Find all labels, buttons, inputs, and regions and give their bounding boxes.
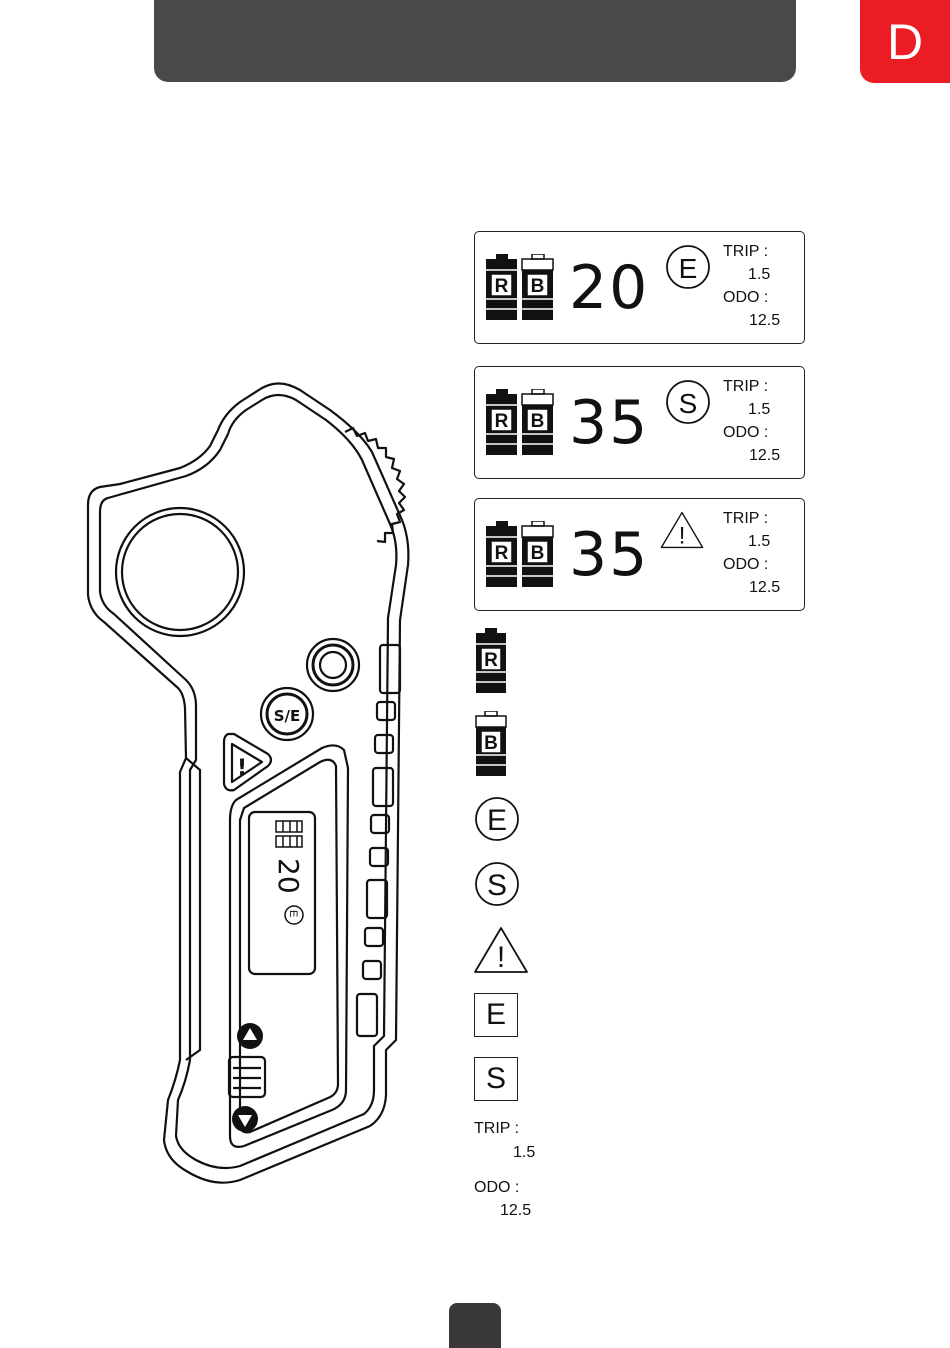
legend-odo-label: ODO : [474, 1179, 519, 1197]
warning-triangle-icon: ! [659, 507, 705, 553]
svg-text:!: ! [497, 941, 505, 974]
trip-label: TRIP : [723, 507, 780, 530]
mode-circle-icon: E [665, 244, 711, 290]
svg-text:E: E [679, 253, 698, 284]
trip-value: 1.5 [723, 263, 780, 286]
svg-text:S: S [487, 869, 507, 902]
sport-mode-box-icon: S [474, 1057, 518, 1101]
trip-value: 1.5 [723, 398, 780, 421]
svg-text:R: R [495, 276, 509, 297]
svg-text:B: B [531, 543, 545, 564]
header-bar [154, 0, 796, 82]
speed-readout: 20 [569, 258, 649, 318]
svg-text:!: ! [679, 522, 686, 549]
remote-battery-icon: R [474, 628, 508, 694]
svg-text:R: R [484, 650, 498, 671]
speed-readout: 35 [569, 525, 649, 585]
odo-label: ODO : [723, 421, 780, 444]
distance-stats: TRIP : 1.5 ODO : 12.5 [723, 240, 780, 332]
page-number-tab [449, 1303, 501, 1348]
odo-value: 12.5 [723, 444, 780, 467]
svg-text:B: B [484, 733, 498, 754]
battery-pair-icon: R B [484, 389, 554, 455]
eco-mode-box-icon: E [474, 993, 518, 1037]
display-panel: R B 35 S TRIP : 1.5 ODO : 12.5 [474, 366, 805, 479]
sport-mode-circle-icon: S [474, 861, 520, 907]
svg-text:B: B [531, 276, 545, 297]
legend-trip-value: 1.5 [513, 1144, 535, 1162]
svg-text:R: R [495, 411, 509, 432]
distance-stats: TRIP : 1.5 ODO : 12.5 [723, 375, 780, 467]
battery-pair-icon: R B [484, 254, 554, 320]
svg-text:R: R [495, 543, 509, 564]
legend-trip-label: TRIP : [474, 1120, 519, 1138]
remote-control-illustration: S/E ! 20 E [78, 378, 428, 1188]
svg-text:E: E [487, 804, 507, 837]
warning-triangle-icon: ! [472, 925, 530, 975]
speed-readout: 35 [569, 393, 649, 453]
board-battery-icon: B [474, 711, 508, 777]
remote-logo-text: S/E [274, 707, 301, 725]
remote-screen-speed: 20 [272, 858, 305, 894]
odo-value: 12.5 [723, 576, 780, 599]
eco-mode-circle-icon: E [474, 796, 520, 842]
display-panel: R B 20 E TRIP : 1.5 ODO : 12.5 [474, 231, 805, 344]
svg-text:B: B [531, 411, 545, 432]
trip-value: 1.5 [723, 530, 780, 553]
remote-screen-mode: E [287, 910, 299, 917]
trip-label: TRIP : [723, 375, 780, 398]
odo-value: 12.5 [723, 309, 780, 332]
trip-label: TRIP : [723, 240, 780, 263]
display-panel: R B 35 ! TRIP : 1.5 ODO : 12.5 [474, 498, 805, 611]
battery-pair-icon: R B [484, 521, 554, 587]
distance-stats: TRIP : 1.5 ODO : 12.5 [723, 507, 780, 599]
language-tab[interactable]: D [860, 0, 950, 83]
remote-warning-text: ! [237, 756, 247, 781]
svg-text:S: S [679, 388, 698, 419]
odo-label: ODO : [723, 553, 780, 576]
mode-circle-icon: S [665, 379, 711, 425]
odo-label: ODO : [723, 286, 780, 309]
legend-odo-value: 12.5 [500, 1202, 531, 1220]
